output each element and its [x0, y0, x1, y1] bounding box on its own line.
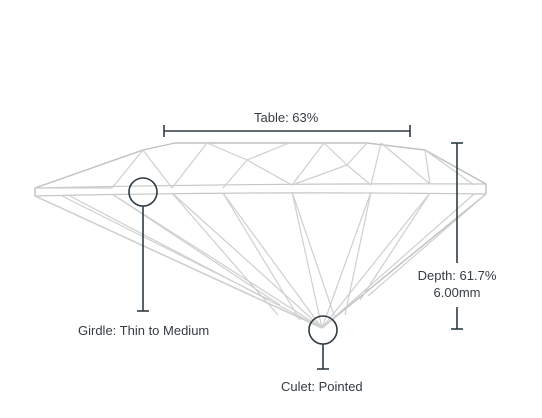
culet-label: Culet: Pointed — [281, 379, 363, 394]
depth-label: Depth: 61.7% 6.00mm — [416, 267, 498, 301]
girdle-marker — [128, 177, 158, 312]
table-measure — [163, 125, 411, 137]
depth-measure — [451, 142, 463, 330]
diamond-girdle — [34, 183, 487, 197]
diamond-crown-facets — [35, 142, 475, 189]
table-label: Table: 63% — [254, 110, 319, 125]
culet-marker — [308, 315, 338, 370]
depth-mm-label: 6.00mm — [433, 285, 481, 300]
girdle-label: Girdle: Thin to Medium — [78, 323, 210, 338]
diamond-pavilion-facets — [34, 191, 487, 329]
depth-percent-label: Depth: 61.7% — [417, 268, 497, 283]
